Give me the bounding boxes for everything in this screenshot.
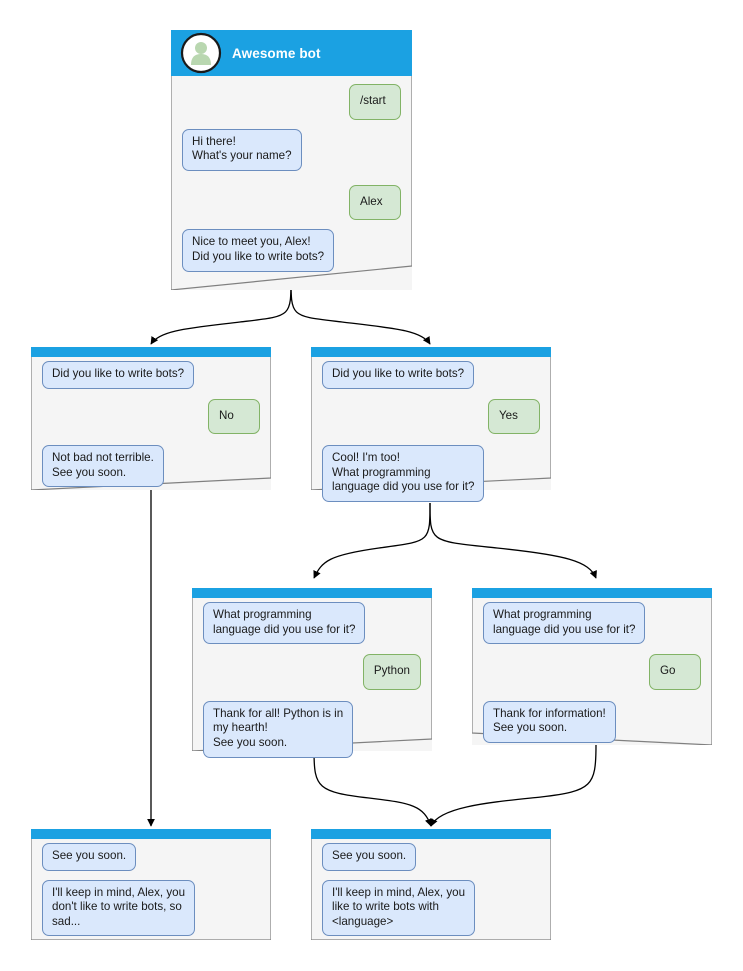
node-start[interactable]: Awesome bot /start Hi there! What's your… — [171, 30, 412, 290]
bot-message[interactable]: Thank for all! Python is in my hearth! S… — [203, 700, 354, 758]
message-row: Did you like to write bots? — [31, 361, 271, 389]
message-row: What programming language did you use fo… — [192, 602, 432, 645]
message-row: Cool! I'm too! What programming language… — [311, 445, 551, 502]
bot-message[interactable]: See you soon. — [322, 843, 417, 871]
bot-message[interactable]: See you soon. — [42, 843, 137, 871]
message-row: Python — [192, 654, 432, 690]
message-row: See you soon. — [311, 843, 551, 871]
node-header: Awesome bot — [171, 30, 412, 76]
message-list: See you soon. I'll keep in mind, Alex, y… — [31, 843, 271, 945]
message-row: Did you like to write bots? — [311, 361, 551, 389]
message-list: What programming language did you use fo… — [192, 602, 432, 767]
edge-go-to-end-happy — [430, 744, 597, 827]
message-row: Yes — [311, 398, 551, 435]
bot-message[interactable]: Nice to meet you, Alex! Did you like to … — [182, 229, 335, 272]
message-list: What programming language did you use fo… — [472, 602, 712, 752]
bot-message[interactable]: I'll keep in mind, Alex, you like to wri… — [322, 879, 476, 937]
edge-yes-to-python — [313, 502, 431, 579]
bot-message[interactable]: Did you like to write bots? — [42, 361, 195, 389]
message-row: See you soon. — [31, 843, 271, 871]
bot-message[interactable]: Cool! I'm too! What programming language… — [322, 445, 485, 502]
message-row: Thank for all! Python is in my hearth! S… — [192, 700, 432, 758]
message-row: No — [31, 398, 271, 435]
bot-message[interactable]: Did you like to write bots? — [322, 361, 475, 389]
bot-message[interactable]: Not bad not terrible. See you soon. — [42, 445, 164, 488]
message-list: Did you like to write bots? Yes Cool! I'… — [311, 361, 551, 511]
message-list: See you soon. I'll keep in mind, Alex, y… — [311, 843, 551, 945]
bot-message[interactable]: What programming language did you use fo… — [483, 602, 646, 645]
message-row: What programming language did you use fo… — [472, 602, 712, 645]
message-row: Nice to meet you, Alex! Did you like to … — [171, 229, 412, 272]
user-message[interactable]: Go — [649, 654, 701, 690]
user-message[interactable]: Yes — [488, 398, 540, 435]
node-end-happy[interactable]: See you soon. I'll keep in mind, Alex, y… — [311, 829, 551, 940]
message-row: I'll keep in mind, Alex, you don't like … — [31, 879, 271, 937]
node-answer-go[interactable]: What programming language did you use fo… — [472, 588, 712, 745]
user-message[interactable]: Alex — [349, 184, 401, 221]
node-answer-no[interactable]: Did you like to write bots? No Not bad n… — [31, 347, 271, 490]
person-avatar-icon — [180, 32, 222, 74]
message-row: Hi there! What's your name? — [171, 128, 412, 171]
node-answer-yes[interactable]: Did you like to write bots? Yes Cool! I'… — [311, 347, 551, 502]
bot-message[interactable]: I'll keep in mind, Alex, you don't like … — [42, 879, 196, 937]
user-message[interactable]: No — [208, 398, 260, 435]
node-answer-python[interactable]: What programming language did you use fo… — [192, 588, 432, 758]
user-message[interactable]: /start — [349, 84, 401, 120]
message-row: I'll keep in mind, Alex, you like to wri… — [311, 879, 551, 937]
message-row: /start — [171, 84, 412, 120]
bot-message[interactable]: Thank for information! See you soon. — [483, 700, 616, 743]
message-list: Did you like to write bots? No Not bad n… — [31, 361, 271, 496]
message-row: Thank for information! See you soon. — [472, 700, 712, 743]
message-row: Not bad not terrible. See you soon. — [31, 445, 271, 488]
message-row: Alex — [171, 184, 412, 221]
bot-message[interactable]: Hi there! What's your name? — [182, 128, 302, 171]
node-end-sad[interactable]: See you soon. I'll keep in mind, Alex, y… — [31, 829, 271, 940]
message-list: /start Hi there! What's your name? Alex … — [171, 84, 412, 281]
bot-message[interactable]: What programming language did you use fo… — [203, 602, 366, 645]
message-row: Go — [472, 654, 712, 690]
edge-yes-to-go — [429, 502, 597, 579]
user-message[interactable]: Python — [362, 654, 421, 690]
node-title: Awesome bot — [232, 45, 321, 61]
